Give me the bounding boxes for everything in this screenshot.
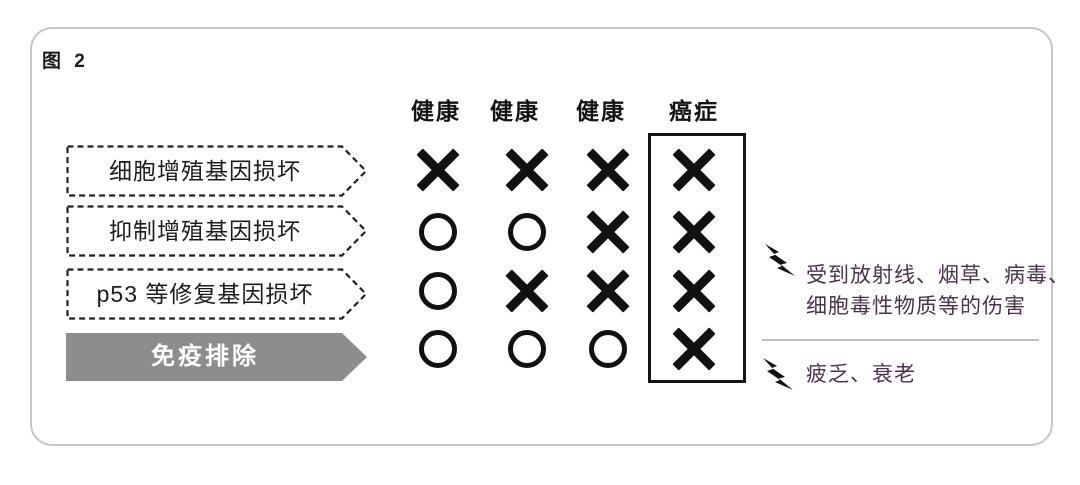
symbol-cell: [416, 210, 460, 254]
symbol-cell: [416, 327, 460, 371]
symbol-cell: [586, 327, 630, 371]
symbol-cell: [586, 210, 630, 254]
row-arrow-solid-immune: [66, 333, 367, 381]
column-header-healthy-2: 健康: [490, 98, 540, 124]
annotation-fatigue-aging: 疲乏、衰老: [806, 359, 916, 390]
symbol-cell: [586, 148, 630, 192]
row-arrow-dashed-3: [66, 268, 368, 320]
row-label-p53-repair-gene-damage: p53 等修复基因损坏: [96, 281, 314, 307]
figure-title: 图 2: [42, 51, 89, 72]
symbol-cell: [505, 148, 549, 192]
column-header-healthy-3: 健康: [576, 98, 626, 124]
row-arrow-dashed-1: [66, 145, 368, 197]
row-arrow-dashed-2: [66, 205, 368, 257]
symbol-cell: [416, 148, 460, 192]
column-header-cancer: 癌症: [669, 98, 719, 124]
row-label-immune-elimination: 免疫排除: [151, 343, 259, 370]
symbol-cell: [672, 210, 716, 254]
lightning-icon: [765, 244, 795, 276]
annotation-external-damage: 受到放射线、烟草、病毒、 细胞毒性物质等的伤害: [806, 260, 1070, 322]
symbol-cell: [505, 269, 549, 313]
symbol-cell: [672, 148, 716, 192]
annotation-line: 细胞毒性物质等的伤害: [806, 295, 1026, 318]
cancer-column-box: [648, 133, 746, 383]
lightning-icon: [763, 358, 793, 390]
symbol-cell: [672, 269, 716, 313]
symbol-cell: [672, 327, 716, 371]
row-label-suppressor-gene-damage: 抑制增殖基因损坏: [109, 218, 301, 244]
symbol-cell: [505, 327, 549, 371]
separator-line: [762, 339, 1039, 341]
symbol-cell: [416, 269, 460, 313]
annotation-line: 疲乏、衰老: [806, 363, 916, 386]
symbol-cell: [505, 210, 549, 254]
column-header-healthy-1: 健康: [411, 98, 461, 124]
annotation-line: 受到放射线、烟草、病毒、: [806, 264, 1070, 287]
row-label-proliferation-gene-damage: 细胞增殖基因损坏: [109, 158, 301, 184]
symbol-cell: [586, 269, 630, 313]
